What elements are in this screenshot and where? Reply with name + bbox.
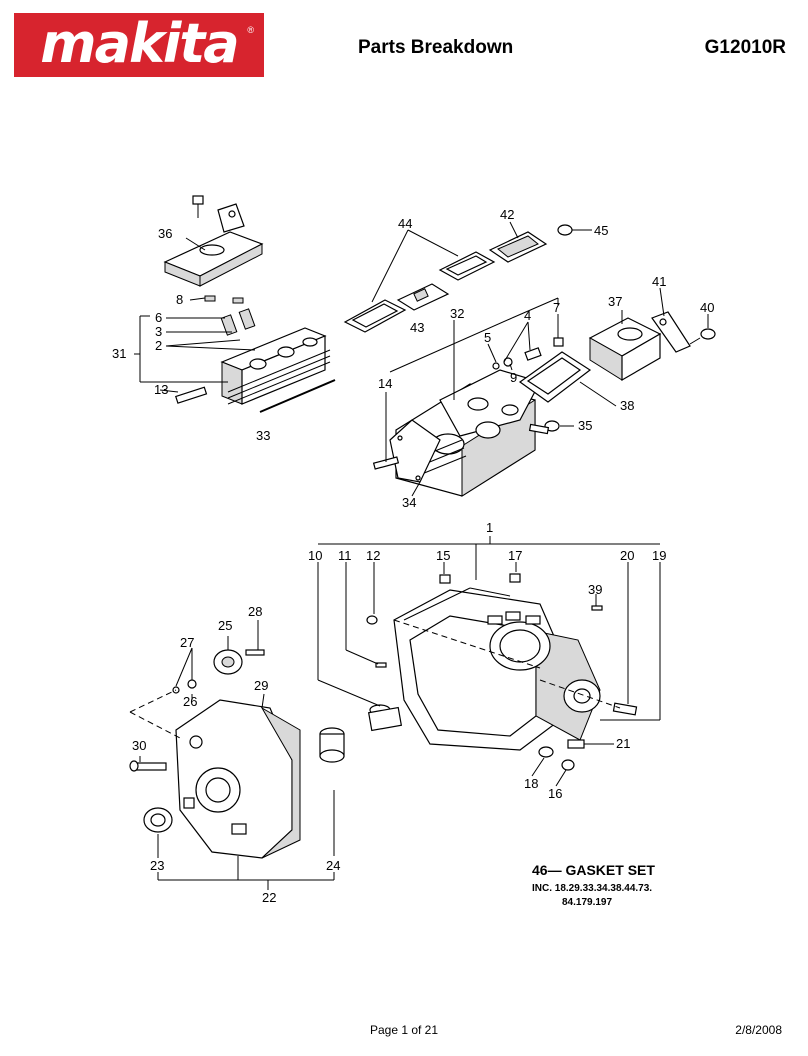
callout-23: 23	[150, 858, 164, 873]
callout-25: 25	[218, 618, 232, 633]
part-43-plate	[396, 283, 450, 311]
callout-10: 10	[308, 548, 322, 563]
part-35-bolt	[528, 420, 560, 435]
callout-36: 36	[158, 226, 172, 241]
part-30-bolt	[129, 760, 167, 772]
part-28-pin	[245, 649, 265, 656]
callout-28: 28	[248, 604, 262, 619]
callout-22: 22	[262, 890, 276, 905]
callout-44: 44	[398, 216, 412, 231]
callout-17: 17	[508, 548, 522, 563]
part-10-bushing	[367, 704, 403, 732]
callout-5: 5	[484, 330, 491, 345]
part-38-gasket	[518, 351, 592, 403]
callout-18: 18	[524, 776, 538, 791]
part-29-cover	[175, 699, 301, 859]
part-8-key	[204, 295, 244, 304]
callout-33: 33	[256, 428, 270, 443]
callout-1: 1	[486, 520, 493, 535]
callout-16: 16	[548, 786, 562, 801]
part-40-bolt	[689, 328, 716, 345]
callout-24: 24	[326, 858, 340, 873]
leader-lines-cover	[129, 620, 335, 890]
part-42-gasket	[488, 221, 548, 263]
part-23-seal	[143, 807, 173, 833]
callout-30: 30	[132, 738, 146, 753]
callout-34: 34	[402, 495, 416, 510]
document-date: 2/8/2008	[735, 1023, 782, 1037]
callout-31: 31	[112, 346, 126, 361]
callout-26: 26	[183, 694, 197, 709]
registered-mark: ®	[247, 25, 254, 35]
callout-21: 21	[616, 736, 630, 751]
logo-wordmark: makita	[40, 12, 239, 75]
callout-19: 19	[652, 548, 666, 563]
callout-14: 14	[378, 376, 392, 391]
callout-45: 45	[594, 223, 608, 238]
part-33-pushrod	[259, 379, 336, 413]
callout-41: 41	[652, 274, 666, 289]
page-title: Parts Breakdown	[358, 37, 514, 58]
callout-42: 42	[500, 207, 514, 222]
callout-12: 12	[366, 548, 380, 563]
callout-40: 40	[700, 300, 714, 315]
part-1-crankcase	[393, 587, 601, 751]
callout-20: 20	[620, 548, 634, 563]
part-45-bolt	[557, 224, 592, 236]
part-13-stud	[175, 386, 208, 404]
gasket-set-note: 46— GASKET SET INC. 18.29.33.34.38.44.73…	[532, 862, 655, 908]
gasket-set-label: 46— GASKET SET	[532, 862, 655, 878]
callout-27: 27	[180, 635, 194, 650]
crankcase-small-parts	[366, 573, 638, 771]
callout-35: 35	[578, 418, 592, 433]
part-41-bracket	[651, 311, 691, 353]
page-number: Page 1 of 21	[369, 1023, 439, 1037]
callout-7: 7	[553, 300, 560, 315]
gasket-set-line2: 84.179.197	[562, 897, 612, 908]
part-14-stud	[372, 456, 400, 470]
part-26-27-washers	[172, 679, 197, 694]
callout-11: 11	[338, 548, 352, 563]
part-34-gasket	[389, 419, 441, 483]
callout-8: 8	[176, 292, 183, 307]
callout-2: 2	[155, 338, 162, 353]
callout-37: 37	[608, 294, 622, 309]
callout-29: 29	[254, 678, 268, 693]
callout-43: 43	[410, 320, 424, 335]
callout-labels: 36 8 6 3 2 31 13 33 44 42 45 43 32 7 4 5…	[112, 207, 714, 905]
makita-logo: makita ®	[14, 13, 264, 77]
part-31-rocker-assembly	[220, 308, 331, 405]
gasket-set-line1: INC. 18.29.33.34.38.44.73.	[532, 883, 652, 894]
part-37-rocker-cover	[588, 317, 662, 382]
part-24-bushing	[319, 727, 345, 763]
leader-lines-upper-right	[385, 229, 709, 497]
callout-38: 38	[620, 398, 634, 413]
callout-9: 9	[510, 370, 517, 385]
part-25-governor-gear	[213, 649, 243, 675]
leader-lines-upper-left	[134, 237, 256, 393]
model-number: G12010R	[704, 37, 786, 58]
part-32-cylinder-head	[395, 369, 541, 497]
callout-13: 13	[154, 382, 168, 397]
callout-15: 15	[436, 548, 450, 563]
callout-32: 32	[450, 306, 464, 321]
callout-4: 4	[524, 308, 531, 323]
part-44-gaskets	[343, 229, 496, 333]
leader-lines-crankcase	[317, 536, 661, 787]
callout-3: 3	[155, 324, 162, 339]
part-36-bracket	[163, 195, 264, 287]
callout-6: 6	[155, 310, 162, 325]
callout-39: 39	[588, 582, 602, 597]
